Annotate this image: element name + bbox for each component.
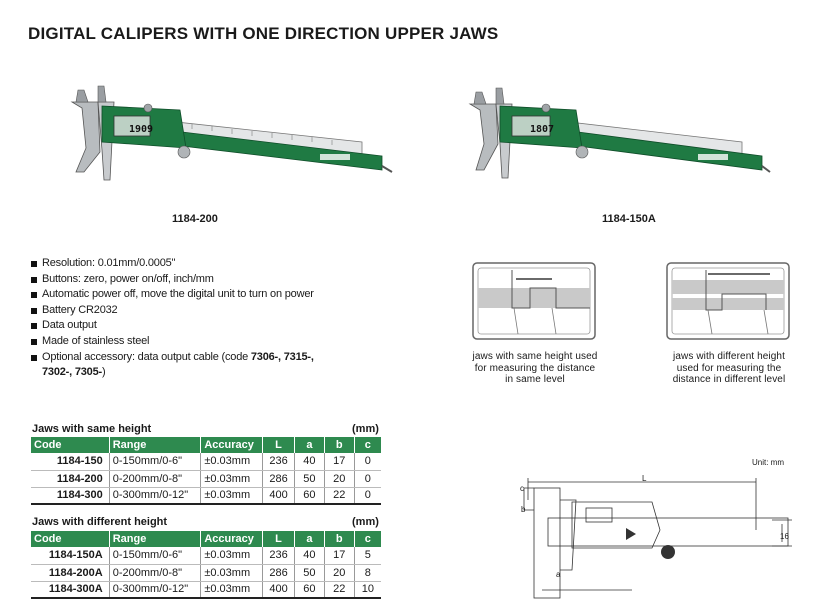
feature-item: Automatic power off, move the digital un… xyxy=(30,287,360,303)
caliper-dimension-drawing xyxy=(523,478,792,599)
table-cell: 20 xyxy=(324,470,355,488)
table-cell: 5 xyxy=(354,547,381,565)
table-cell: 0-200mm/0-8" xyxy=(109,564,202,582)
table-cell: ±0.03mm xyxy=(200,564,264,582)
table-cell: 400 xyxy=(262,487,295,505)
feature-item: Buttons: zero, power on/off, inch/mm xyxy=(30,272,360,288)
table-cell: 10 xyxy=(354,581,381,599)
column-header: b xyxy=(324,437,355,453)
different-height-jaw-diagram xyxy=(666,262,790,340)
column-header: Code xyxy=(31,437,110,453)
model-label: 1184-150A xyxy=(602,213,656,225)
column-header: a xyxy=(294,531,325,547)
table-cell: 236 xyxy=(262,547,295,565)
table-cell: ±0.03mm xyxy=(200,487,264,505)
column-header: Code xyxy=(31,531,110,547)
feature-item: Data output xyxy=(30,318,360,334)
table-cell: 40 xyxy=(294,453,325,471)
table-cell: 1184-200 xyxy=(31,470,110,488)
table-cell: 0 xyxy=(354,487,381,505)
feature-list: Resolution: 0.01mm/0.0005" Buttons: zero… xyxy=(30,256,360,381)
table-title: Jaws with different height xyxy=(32,516,168,528)
feature-item: Battery CR2032 xyxy=(30,303,360,319)
table-cell: 0-150mm/0-6" xyxy=(109,453,202,471)
table-cell: 0-300mm/0-12" xyxy=(109,487,202,505)
table-cell: 1184-300 xyxy=(31,487,110,505)
caliper-image-1184-200 xyxy=(70,85,393,181)
caliper-display-reading: 1909 xyxy=(129,124,154,135)
table-cell: 40 xyxy=(294,547,325,565)
table-cell: ±0.03mm xyxy=(200,453,264,471)
feature-item-accessory: Optional accessory: data output cable (c… xyxy=(30,350,360,381)
table-cell: 17 xyxy=(324,547,355,565)
table-unit: (mm) xyxy=(352,423,379,435)
column-header: Accuracy xyxy=(200,437,264,453)
column-header: b xyxy=(324,531,355,547)
dimension-label-a: a xyxy=(556,570,561,579)
unit-label: Unit: mm xyxy=(752,458,784,467)
table-header-row: Code Range Accuracy L a b c xyxy=(31,531,381,547)
table-header-row: Code Range Accuracy L a b c xyxy=(31,437,381,453)
table-cell: 22 xyxy=(324,487,355,505)
table-cell: 400 xyxy=(262,581,295,599)
table-cell: 50 xyxy=(294,470,325,488)
column-header: L xyxy=(262,531,295,547)
table-cell: ±0.03mm xyxy=(200,547,264,565)
table-cell: 0-150mm/0-6" xyxy=(109,547,202,565)
same-height-jaw-diagram xyxy=(472,262,596,340)
column-header: Range xyxy=(109,531,202,547)
table-cell: 286 xyxy=(262,564,295,582)
dimension-label-16: 16 xyxy=(780,532,789,541)
table-cell: 236 xyxy=(262,453,295,471)
table-cell: 22 xyxy=(324,581,355,599)
dimension-label-l: L xyxy=(642,474,647,483)
dimension-label-b: b xyxy=(521,505,526,514)
table-unit: (mm) xyxy=(352,516,379,528)
table-cell: 60 xyxy=(294,487,325,505)
table-cell: 0 xyxy=(354,453,381,471)
table-cell: 50 xyxy=(294,564,325,582)
table-cell: 1184-150 xyxy=(31,453,110,471)
feature-item: Resolution: 0.01mm/0.0005" xyxy=(30,256,360,272)
table-title: Jaws with same height xyxy=(32,423,152,435)
feature-item: Made of stainless steel xyxy=(30,334,360,350)
dimension-label-c: c xyxy=(520,484,524,493)
table-cell: ±0.03mm xyxy=(200,581,264,599)
column-header: c xyxy=(354,437,381,453)
page-title: DIGITAL CALIPERS WITH ONE DIRECTION UPPE… xyxy=(28,24,499,43)
table-cell: 8 xyxy=(354,564,381,582)
table-cell: 17 xyxy=(324,453,355,471)
table-cell: 0-200mm/0-8" xyxy=(109,470,202,488)
table-cell: ±0.03mm xyxy=(200,470,264,488)
table-cell: 20 xyxy=(324,564,355,582)
table-cell: 0 xyxy=(354,470,381,488)
table-cell: 0-300mm/0-12" xyxy=(109,581,202,599)
column-header: Range xyxy=(109,437,202,453)
column-header: c xyxy=(354,531,381,547)
model-label: 1184-200 xyxy=(172,213,218,225)
column-header: Accuracy xyxy=(200,531,264,547)
caliper-display-reading: 1807 xyxy=(530,124,555,135)
column-header: a xyxy=(294,437,325,453)
table-cell: 1184-150A xyxy=(31,547,110,565)
table-cell: 1184-300A xyxy=(31,581,110,599)
caliper-image-1184-150a xyxy=(468,87,771,179)
column-header: L xyxy=(262,437,295,453)
table-cell: 1184-200A xyxy=(31,564,110,582)
table-cell: 60 xyxy=(294,581,325,599)
table-cell: 286 xyxy=(262,470,295,488)
